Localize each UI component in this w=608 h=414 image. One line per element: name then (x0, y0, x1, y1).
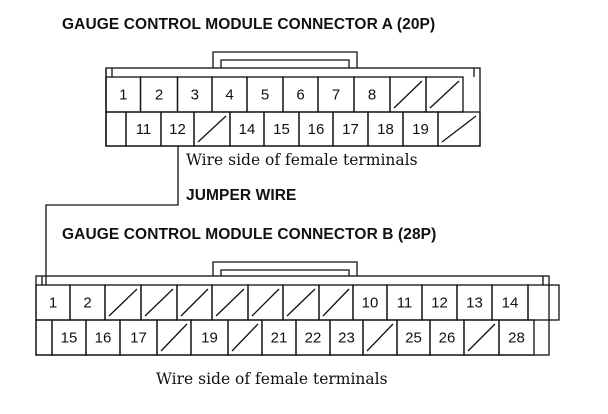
connector-b-title: GAUGE CONTROL MODULE CONNECTOR B (28P) (62, 226, 437, 243)
connector-a-bottom-row-terminal-label: 15 (273, 121, 290, 138)
connector-b-caption: Wire side of female terminals (156, 370, 388, 388)
connector-b-key-inner (220, 269, 350, 276)
connector-b-top-row-terminal-label: 13 (466, 295, 483, 312)
connector-a-bottom-row-terminal-label: 18 (377, 121, 394, 138)
connector-b-bottom-row-terminal-label: 25 (405, 330, 422, 347)
connector-a-top-row-terminal-label: 5 (261, 87, 269, 104)
connector-a-top-row-terminal-label: 3 (191, 87, 199, 104)
connector-a-key-inner (220, 59, 350, 68)
connector-b-top-row-terminal-label: 14 (502, 295, 519, 312)
connector-a-bottom-row-blank-slash (197, 115, 227, 143)
connector-a-bottom-row-cell (437, 111, 481, 147)
connector-b-top-row-blank-slash (108, 288, 138, 317)
connector-a-title: GAUGE CONTROL MODULE CONNECTOR A (20P) (62, 16, 436, 33)
connector-b-bottom-row-blank-slash (231, 323, 259, 352)
connector-b-bottom-row-cell (498, 319, 535, 356)
connector-b-top-row-blank-slash (215, 288, 245, 317)
connector-b-top-row-blank-slash (322, 288, 350, 317)
connector-b-bottom-row-terminal-label: 26 (439, 330, 456, 347)
connector-b-bottom-row-blank-slash (160, 323, 188, 352)
connector-b-bottom-row-terminal-label: 23 (338, 330, 355, 347)
connector-a-top-row-terminal-label: 4 (225, 87, 233, 104)
connector-a-bottom-row-cell (105, 111, 127, 147)
connector-b-housing (35, 275, 550, 356)
connector-b-top-row-terminal-label: 11 (397, 295, 413, 312)
connector-a-top-row-terminal-label: 7 (332, 87, 340, 104)
connector-b-top-row-blank-slash (144, 288, 174, 317)
connector-a-bottom-row-terminal-label: 16 (308, 121, 325, 138)
connector-a-top-row-blank-slash (429, 80, 460, 109)
connector-b-bottom-row-terminal-label: 22 (305, 330, 322, 347)
connector-a-key (212, 51, 358, 68)
connector-a-top-row-blank-slash (393, 80, 423, 109)
connector-b-top-row-terminal-label: 12 (431, 295, 448, 312)
connector-a-bottom-row-terminal-label: 14 (239, 121, 256, 138)
connector-a-bottom-row-blank-slash (441, 115, 477, 143)
jumper-wire-label: JUMPER WIRE (186, 187, 297, 204)
connector-b-top-row-terminal-label: 10 (362, 295, 379, 312)
connector-a-caption: Wire side of female terminals (186, 151, 418, 169)
connector-b-top-row-terminal-label: 2 (83, 295, 91, 312)
connector-b-bottom-row-terminal-label: 17 (130, 330, 147, 347)
connector-a-bottom-row-terminal-label: 11 (136, 121, 152, 138)
connector-a-bottom-row-terminal-label: 17 (342, 121, 359, 138)
connector-b-key (212, 261, 358, 276)
connector-a-top-row-terminal-label: 6 (296, 87, 304, 104)
connector-b-bottom-row-terminal-label: 15 (61, 330, 78, 347)
connector-b-top-row-blank-slash (180, 288, 209, 317)
connector-b-bottom-row-terminal-label: 19 (201, 330, 218, 347)
connector-b-top-row-blank-slash (286, 288, 316, 317)
connector-b-bottom-row-terminal-label: 28 (508, 330, 525, 347)
connector-a-top-row-terminal-label: 2 (155, 87, 163, 104)
connector-b-bottom-row-cell (35, 319, 53, 356)
connector-a-bottom-row-terminal-label: 19 (412, 121, 429, 138)
connector-b-top-row-blank-slash (251, 288, 280, 317)
connector-a-bottom-row-terminal-label: 12 (169, 121, 186, 138)
connector-b-bottom-row-terminal-label: 16 (95, 330, 112, 347)
connector-b-top-row-cell (527, 284, 560, 321)
connector-a-top-row-terminal-label: 1 (119, 87, 127, 104)
connector-a-top-row-terminal-label: 8 (368, 87, 376, 104)
connector-b-bottom-row-terminal-label: 21 (271, 330, 288, 347)
connector-b-top-row-terminal-label: 1 (49, 295, 57, 312)
jumper-wire-line (45, 146, 179, 285)
connector-b-bottom-row-blank-slash (366, 323, 394, 352)
connector-b-bottom-row-blank-slash (467, 323, 496, 352)
